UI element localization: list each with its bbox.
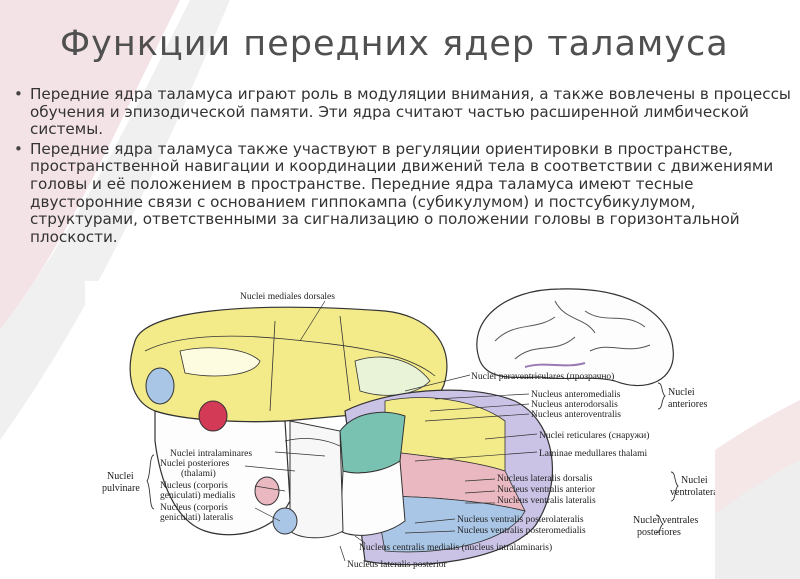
label-ventrolat-2: ventrolaterales [670, 487, 715, 498]
label-corp-med-2: geniculati) medialis [160, 490, 235, 501]
label-reticulares: Nuclei reticulares (снаружи) [539, 430, 649, 441]
slide-title: Функции передних ядер таламуса [60, 24, 729, 64]
bullet-text: Передние ядра таламуса играют роль в мод… [30, 85, 791, 139]
thalamus-body [129, 306, 554, 566]
bullet-item: • Передние ядра таламуса также участвуют… [12, 139, 792, 247]
label-corp-lat-1: Nucleus (corporis [160, 502, 228, 513]
label-paraventriculares: Nuclei paraventriculares (прозрачно) [471, 371, 614, 382]
leader-lines [244, 300, 538, 562]
label-intralaminares: Nuclei intralaminares [170, 449, 252, 459]
label-vent-post-2: posteriores [637, 527, 681, 538]
label-anteroventralis: Nucleus anteroventralis [531, 410, 621, 420]
label-ventrolat-1: Nuclei [681, 475, 708, 486]
label-mediales-dorsales: Nuclei mediales dorsales [240, 292, 335, 302]
bullet-dot-icon: • [14, 139, 23, 158]
bullet-dot-icon: • [14, 85, 23, 103]
braces [146, 382, 679, 534]
label-posteriores-2: (thalami) [181, 468, 216, 479]
label-laminae: Laminae medullares thalami [539, 449, 648, 459]
label-lat-posterior: Nucleus lateralis posterior [347, 560, 448, 570]
thalamus-diagram-svg: Nuclei mediales dorsales Nuclei paravent… [102, 288, 715, 570]
label-corp-med-1: Nucleus (corporis [160, 480, 228, 491]
label-vent-postmed: Nucleus ventralis posteromedialis [457, 526, 586, 536]
bullet-text: Передние ядра таламуса также участвуют в… [30, 139, 774, 246]
label-vent-lateralis: Nucleus ventralis lateralis [497, 496, 596, 506]
brain-outline-icon [476, 288, 674, 387]
label-corp-lat-2: geniculati) lateralis [160, 512, 233, 523]
label-anterodorsalis: Nucleus anterodorsalis [531, 400, 618, 410]
label-anteriores-2: anteriores [668, 399, 708, 410]
label-pulvinare-1: Nuclei [107, 471, 134, 482]
thalamus-diagram: Nuclei mediales dorsales Nuclei paravent… [85, 281, 715, 579]
label-anteriores-1: Nuclei [668, 387, 695, 398]
bullet-list: • Передние ядра таламуса играют роль в м… [12, 85, 792, 248]
label-vent-post-1: Nuclei ventrales [633, 515, 698, 526]
bullet-item: • Передние ядра таламуса играют роль в м… [12, 85, 792, 139]
label-vent-anterior: Nucleus ventralis anterior [497, 485, 596, 495]
label-pulvinare-2: pulvinare [102, 483, 140, 494]
label-posteriores-1: Nuclei posteriores [160, 459, 230, 469]
label-centralis: Nucleus centralis medialis (nucleus intr… [359, 542, 552, 553]
label-vent-postlat: Nucleus ventralis posterolateralis [457, 515, 584, 525]
label-lat-dorsalis: Nucleus lateralis dorsalis [497, 474, 593, 484]
label-anteromedialis: Nucleus anteromedialis [531, 390, 621, 400]
